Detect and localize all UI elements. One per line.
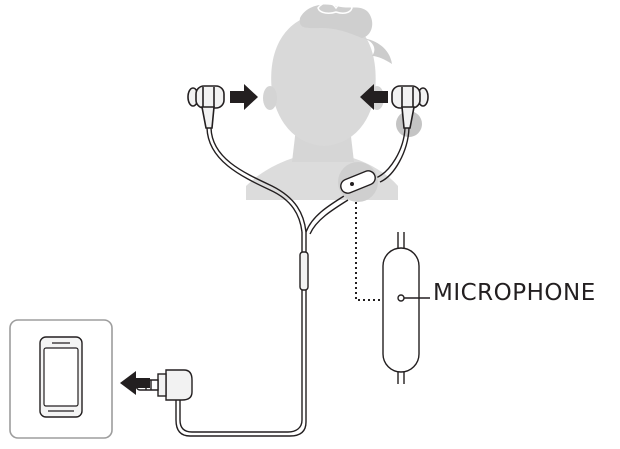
right-cable-inner <box>379 127 410 183</box>
left-cable <box>206 127 303 233</box>
mic-leader-line <box>355 202 384 301</box>
left-earbud-body <box>195 85 225 109</box>
right-earbud <box>391 85 429 129</box>
phone-box <box>9 319 113 439</box>
inline-mic <box>340 170 376 194</box>
cable-splitter <box>299 251 309 291</box>
plug-housing <box>165 369 193 401</box>
person-left-ear <box>263 86 277 110</box>
left-earbud-stem <box>201 106 215 129</box>
inline-mic-dot <box>350 182 354 186</box>
mic-detail <box>382 232 420 384</box>
left-earbud-arrow <box>230 84 258 110</box>
phone-screen <box>43 347 79 407</box>
person-hair <box>299 4 373 38</box>
mic-detail-body <box>382 247 420 373</box>
plug-arrow <box>120 371 150 395</box>
microphone-label: MICROPHONE <box>433 280 596 306</box>
person-ponytail <box>362 38 392 64</box>
main-cable <box>179 232 303 433</box>
earphone-cables <box>175 127 410 437</box>
left-earbud <box>187 85 225 129</box>
mic-detail-hole <box>397 294 405 302</box>
person-head <box>271 14 376 146</box>
right-lower-cable-inner <box>309 199 349 235</box>
right-earbud-arrow <box>360 84 388 110</box>
right-cable <box>375 127 406 179</box>
person-hair-bow <box>317 2 353 14</box>
main-cable-inner <box>175 232 307 437</box>
right-earbud-body <box>391 85 421 109</box>
plug-collar <box>157 373 167 397</box>
right-earbud-stem <box>401 106 415 129</box>
right-lower-cable <box>305 195 345 233</box>
left-cable-inner <box>210 127 307 233</box>
